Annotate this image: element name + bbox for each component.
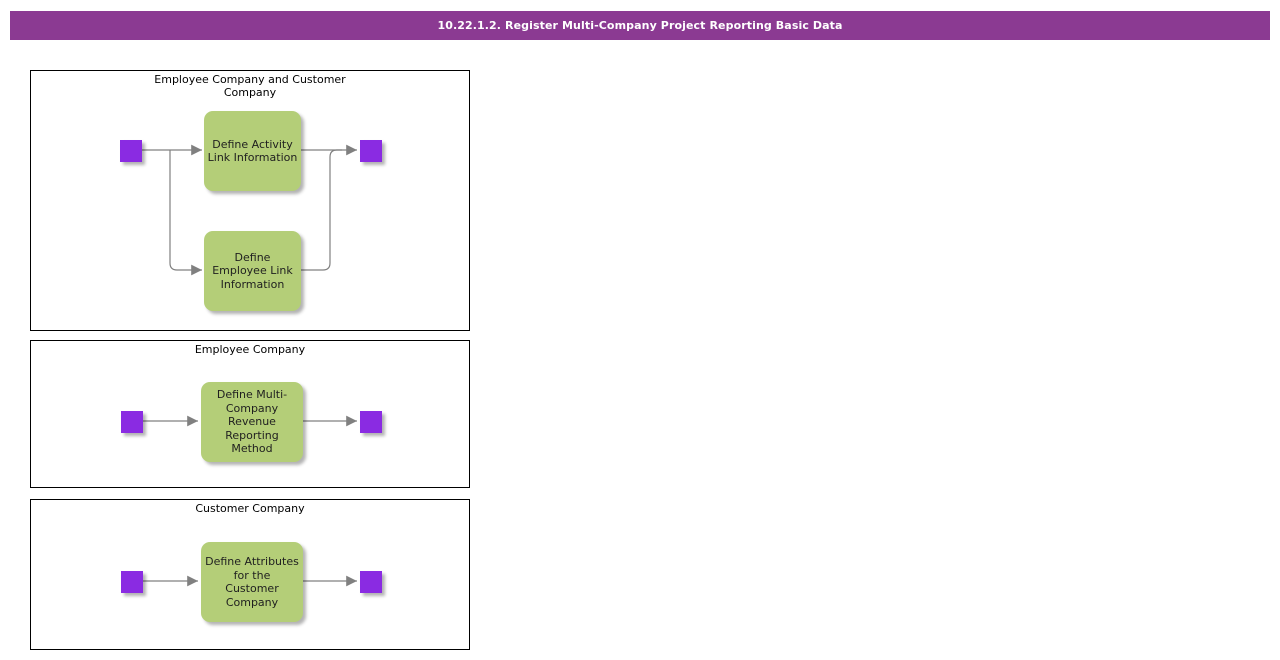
end-connector-node[interactable] — [360, 140, 382, 162]
diagram-title: 10.22.1.2. Register Multi-Company Projec… — [437, 19, 843, 32]
end-connector-node[interactable] — [360, 411, 382, 433]
end-connector-node[interactable] — [360, 571, 382, 593]
lane-title: Employee Company and Customer Company — [154, 73, 346, 99]
task-define-employee-link-information[interactable]: Define Employee Link Information — [204, 231, 301, 311]
lane-title: Employee Company — [194, 343, 306, 356]
task-define-multi-company-revenue-reporting-method[interactable]: Define Multi- Company Revenue Reporting … — [201, 382, 303, 462]
lane-title: Customer Company — [195, 502, 305, 515]
lane-employee-company: Employee Company Define Multi- Company R… — [30, 340, 470, 488]
lane-customer-company: Customer Company Define Attributes for t… — [30, 499, 470, 650]
task-define-attributes-for-the-customer-company[interactable]: Define Attributes for the Customer Compa… — [201, 542, 303, 622]
diagram-title-bar: 10.22.1.2. Register Multi-Company Projec… — [10, 11, 1270, 40]
lane-employee-and-customer-company: Employee Company and Customer Company De… — [30, 70, 470, 331]
start-connector-node[interactable] — [121, 411, 143, 433]
start-connector-node[interactable] — [120, 140, 142, 162]
task-define-activity-link-information[interactable]: Define Activity Link Information — [204, 111, 301, 191]
start-connector-node[interactable] — [121, 571, 143, 593]
